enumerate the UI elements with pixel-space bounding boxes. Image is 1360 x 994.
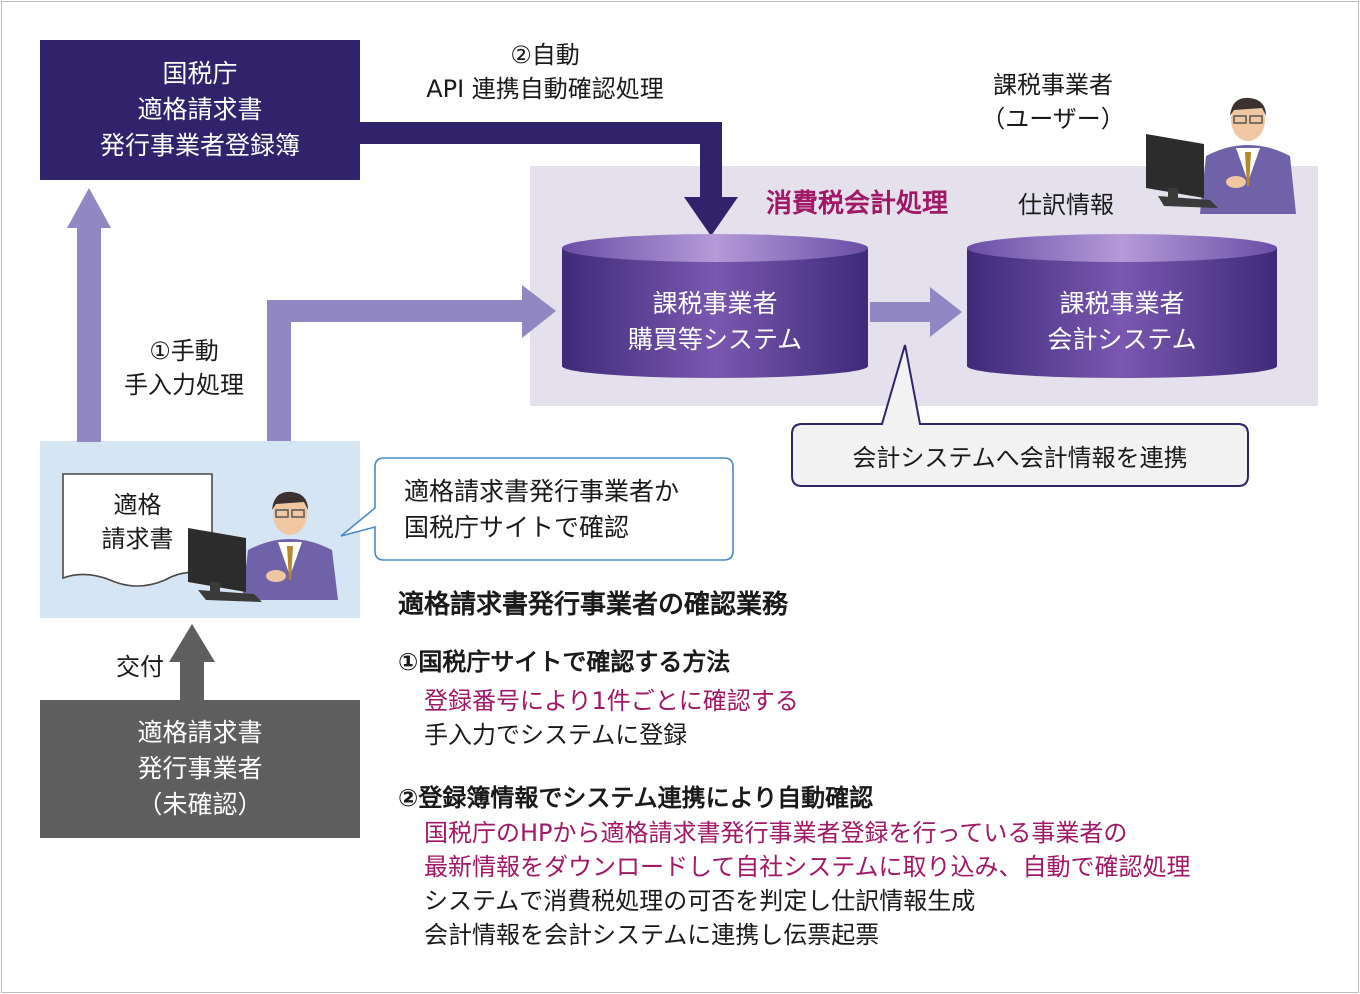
user-label-line2: （ユーザー） (981, 105, 1125, 133)
manual-label-line2: 手入力処理 (124, 371, 244, 399)
journal-info-label: 仕訳情報 (1018, 191, 1114, 219)
check-bubble-shape (340, 457, 734, 561)
invoice-document: 適格 請求書 (63, 484, 212, 560)
person-at-computer-icon (188, 491, 338, 602)
nta-registry-line: 適格請求書 (137, 95, 263, 124)
check-bubble-line1: 適格請求書発行事業者か (404, 477, 680, 506)
manual-up-arrow (67, 188, 111, 442)
account-db-line1: 課税事業者 (1059, 289, 1185, 318)
auto-label-line2: API 連携自動確認処理 (426, 75, 664, 103)
manual-label-line1: ①手動 (149, 337, 219, 365)
invoice-doc-line1: 適格 (113, 491, 162, 519)
manual-input-arrow (267, 285, 556, 441)
database-cylinder-icon (562, 234, 868, 378)
explanation-title: 適格請求書発行事業者の確認業務 (398, 590, 789, 620)
unconfirmed-issuer-box: 適格請求書 発行事業者 （未確認） (40, 700, 360, 838)
method2-heading: ②登録簿情報でシステム連携により自動確認 (398, 784, 874, 812)
auto-api-arrow (360, 122, 738, 236)
link-callout-text: 会計システムへ会計情報を連携 (852, 443, 1188, 472)
user-label-line1: 課税事業者 (993, 71, 1113, 99)
system-panel-title: 消費税会計処理 (766, 189, 949, 219)
invoice-doc-line2: 請求書 (101, 525, 174, 553)
manual-label: ①手動 手入力処理 (108, 334, 260, 402)
auto-label: ②自動 API 連携自動確認処理 (380, 38, 710, 106)
database-cylinder-icon (967, 234, 1277, 378)
link-callout-shape (791, 344, 1249, 487)
accounting-system-db: 課税事業者 会計システム (967, 284, 1277, 360)
purchase-db-line2: 購買等システム (627, 325, 803, 354)
nta-registry-line: 発行事業者登録簿 (99, 131, 300, 160)
purchase-db-line1: 課税事業者 (652, 289, 778, 318)
nta-registry-box: 国税庁 適格請求書 発行事業者登録簿 (40, 40, 360, 180)
check-bubble-line2: 国税庁サイトで確認 (404, 513, 630, 542)
method2-line: システムで消費税処理の可否を判定し仕訳情報生成 (424, 887, 976, 915)
method2-line: 国税庁のHPから適格請求書発行事業者登録を行っている事業者の (424, 819, 1128, 847)
account-db-line2: 会計システム (1047, 325, 1197, 354)
user-label: 課税事業者 （ユーザー） (955, 68, 1151, 136)
method1-line: 登録番号により1件ごとに確認する (424, 687, 799, 715)
method2-line: 最新情報をダウンロードして自社システムに取り込み、自動で確認処理 (424, 853, 1191, 881)
unconfirmed-line: 適格請求書 (137, 718, 263, 747)
deliver-label: 交付 (116, 653, 164, 681)
method1-line: 手入力でシステムに登録 (424, 721, 688, 749)
purchase-system-db: 課税事業者 購買等システム (562, 284, 868, 360)
nta-registry-line: 国税庁 (162, 59, 238, 88)
auto-label-line1: ②自動 (510, 41, 580, 69)
deliver-up-arrow (169, 624, 215, 702)
unconfirmed-line: （未確認） (137, 790, 263, 819)
method1-lines: 登録番号により1件ごとに確認する 手入力でシステムに登録 (424, 684, 799, 752)
link-callout: 会計システムへ会計情報を連携 (794, 426, 1246, 484)
method2-lines: 国税庁のHPから適格請求書発行事業者登録を行っている事業者の 最新情報をダウンロ… (424, 816, 1191, 952)
method2-line: 会計情報を会計システムに連携し伝票起票 (424, 921, 880, 949)
method1-heading: ①国税庁サイトで確認する方法 (398, 648, 731, 676)
unconfirmed-line: 発行事業者 (137, 754, 263, 783)
check-bubble: 適格請求書発行事業者か 国税庁サイトで確認 (404, 474, 724, 546)
system-link-arrow (870, 287, 962, 337)
person-at-computer-icon (1146, 97, 1296, 214)
